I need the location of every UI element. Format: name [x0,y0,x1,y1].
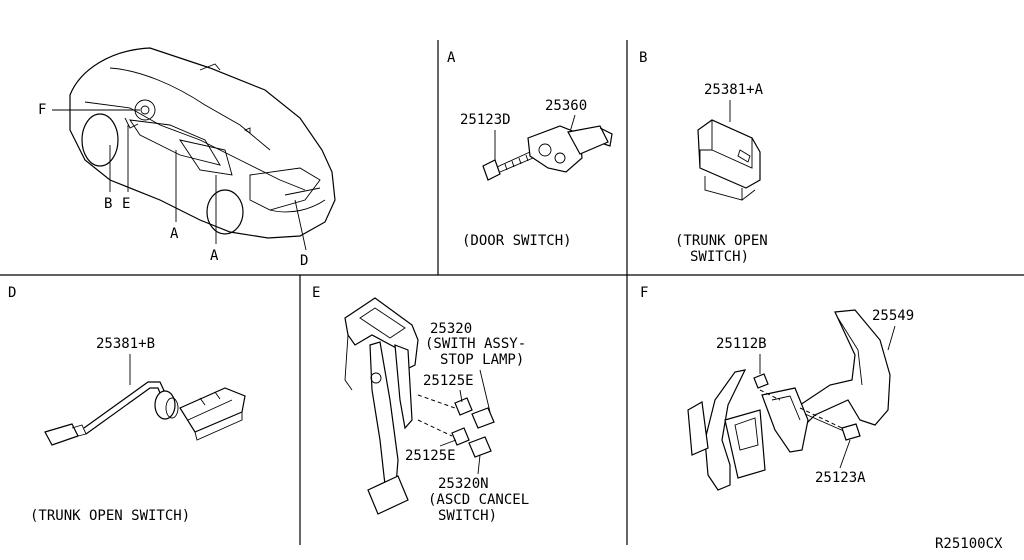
panel-b-caption-line2: SWITCH) [690,249,749,265]
panel-a: A 25123D 25360 (DOOR SWITCH) [447,50,613,249]
part-25320-label: 25320 [430,321,472,337]
panel-b-caption-line1: (TRUNK OPEN [675,233,768,249]
panel-f: F 25549 25112B 25123A [640,285,914,491]
vehicle-overview-illustration [69,47,336,239]
part-25320-desc-line1: (SWITH ASSY- [425,336,526,352]
part-25123d-label: 25123D [460,112,511,128]
callout-a-front-door: A [170,226,179,242]
part-25549-label: 25549 [872,308,914,324]
callout-a-rear-door: A [210,248,219,264]
panel-b-letter: B [639,50,647,66]
callout-b: B [104,196,112,212]
part-25125e-label-upper: 25125E [423,373,474,389]
panel-d-letter: D [8,285,16,301]
part-25320n-desc-line2: SWITCH) [438,508,497,524]
panel-d: D 25381+B (TRUNK OPEN SWITCH) [8,285,246,524]
panel-dividers [0,40,1024,545]
callout-e: E [122,196,130,212]
part-25112b-label: 25112B [716,336,767,352]
part-25320n-desc-line1: (ASCD CANCEL [428,492,529,508]
panel-a-letter: A [447,50,456,66]
overview-callouts: F B E A A D [38,102,308,269]
part-25320n-label: 25320N [438,476,489,492]
part-25381b-label: 25381+B [96,336,155,352]
panel-b: B 25381+A (TRUNK OPEN SWITCH) [639,50,768,265]
part-25360-label: 25360 [545,98,587,114]
part-25125e-label-lower: 25125E [405,448,456,464]
part-25123a-label: 25123A [815,470,866,486]
part-25320-desc-line2: STOP LAMP) [440,352,524,368]
panel-e: E 25320 (SWITH ASSY- STOP LAMP) 25125E 2… [312,285,529,524]
panel-e-letter: E [312,285,320,301]
callout-d: D [300,253,308,269]
panel-f-letter: F [640,285,648,301]
panel-d-caption: (TRUNK OPEN SWITCH) [30,508,190,524]
panel-a-caption: (DOOR SWITCH) [462,233,572,249]
part-25381a-label: 25381+A [704,82,764,98]
callout-f: F [38,102,46,118]
diagram-code: R25100CX [935,536,1003,552]
